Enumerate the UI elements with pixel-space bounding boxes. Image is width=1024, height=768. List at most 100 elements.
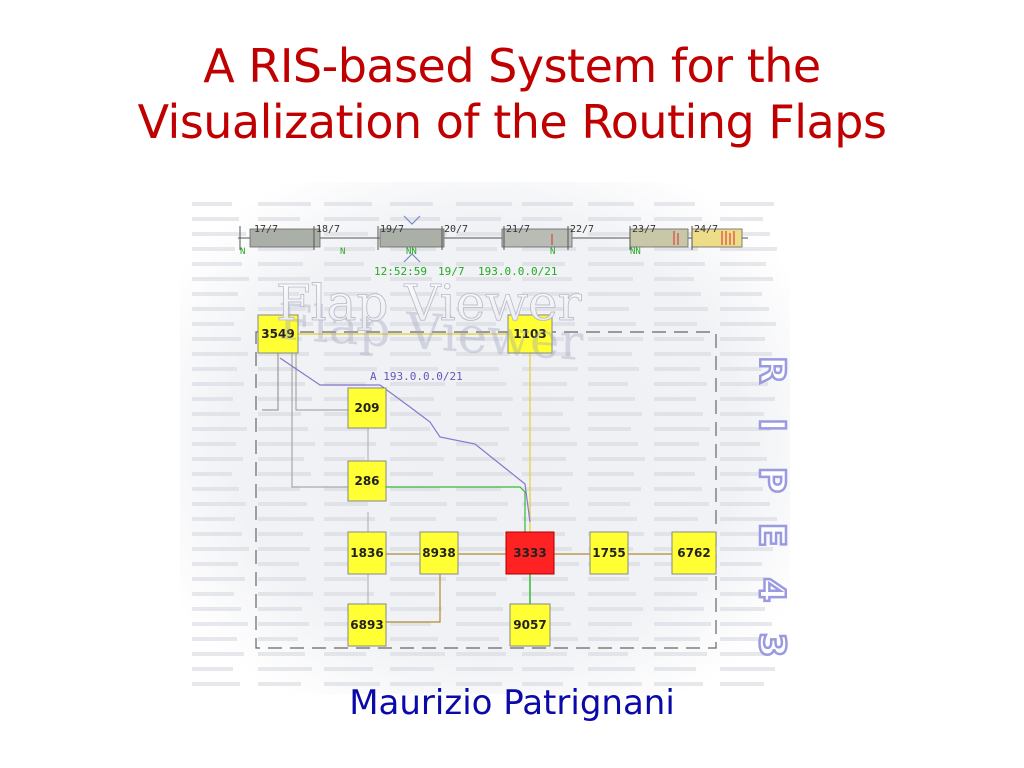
texture-bar xyxy=(720,532,766,536)
texture-bar xyxy=(720,202,774,206)
texture-bar xyxy=(588,277,633,281)
texture-bar xyxy=(456,352,510,356)
texture-bar xyxy=(588,367,639,371)
texture-bar xyxy=(654,577,708,581)
as-node[interactable] xyxy=(347,531,387,575)
texture-bar xyxy=(390,277,432,281)
texture-bar xyxy=(588,577,629,581)
texture-bar xyxy=(258,472,311,476)
texture-bar xyxy=(720,367,761,371)
as-node[interactable] xyxy=(419,531,459,575)
texture-bar xyxy=(654,322,697,326)
texture-bar xyxy=(390,442,437,446)
texture-bar xyxy=(654,217,702,221)
texture-bar xyxy=(654,652,707,656)
as-node[interactable] xyxy=(347,460,387,502)
texture-bar xyxy=(192,397,233,401)
texture-bar xyxy=(390,637,438,641)
texture-bar xyxy=(324,217,379,221)
as-node[interactable] xyxy=(347,387,387,429)
texture-bar xyxy=(324,322,374,326)
timeline-day-ticks xyxy=(239,226,693,250)
texture-bar xyxy=(192,472,232,476)
texture-bar xyxy=(192,457,243,461)
texture-bar xyxy=(720,322,776,326)
texture-bar xyxy=(720,547,773,551)
texture-bar xyxy=(456,502,508,506)
texture-bar xyxy=(258,457,304,461)
timeline-marker: N xyxy=(240,247,245,257)
as-node[interactable] xyxy=(509,603,551,647)
texture-bar xyxy=(588,592,636,596)
timeline-segment xyxy=(249,228,321,248)
texture-bar xyxy=(324,457,365,461)
texture-bar xyxy=(654,472,695,476)
as-node-label: 8938 xyxy=(422,546,455,560)
texture-bar xyxy=(456,592,496,596)
texture-bar xyxy=(720,487,763,491)
texture-bar xyxy=(390,217,440,221)
texture-bar xyxy=(720,382,768,386)
texture-bar xyxy=(390,532,443,536)
texture-bar xyxy=(192,487,239,491)
as-node-highlighted[interactable] xyxy=(505,531,555,575)
as-node[interactable] xyxy=(589,531,629,575)
texture-bar xyxy=(324,367,377,371)
cursor-top-icon xyxy=(403,215,421,225)
texture-bar xyxy=(258,217,300,221)
texture-bar xyxy=(522,487,562,491)
as-node[interactable] xyxy=(671,531,717,575)
texture-bar xyxy=(720,607,765,611)
texture-bar xyxy=(192,592,234,596)
texture-bar xyxy=(588,202,634,206)
texture-bar xyxy=(192,352,248,356)
texture-bar xyxy=(720,262,766,266)
as-node-label: 3549 xyxy=(261,327,294,341)
timeline: 17/7 18/7 19/7 20/7 21/7 22/7 23/7 24/7 … xyxy=(238,215,748,278)
as-node[interactable] xyxy=(257,314,299,354)
timeline-segment xyxy=(379,228,445,248)
as-node-label: 1836 xyxy=(350,546,383,560)
timeline-date: 24/7 xyxy=(694,224,718,235)
texture-bar xyxy=(720,442,760,446)
texture-bar xyxy=(390,652,445,656)
texture-bar xyxy=(192,382,244,386)
texture-bar xyxy=(324,202,372,206)
texture-bar xyxy=(324,262,364,266)
as-node[interactable] xyxy=(507,314,553,354)
texture-bar xyxy=(456,202,512,206)
texture-bar xyxy=(456,337,503,341)
as-node[interactable] xyxy=(347,603,387,647)
texture-bar xyxy=(390,412,441,416)
texture-bar xyxy=(324,232,368,236)
side-label-char: E xyxy=(751,523,790,548)
texture-bar xyxy=(192,637,237,641)
texture-bar xyxy=(720,277,773,281)
texture-bar xyxy=(390,427,430,431)
timeline-marker: NN xyxy=(406,247,417,257)
texture-bar xyxy=(522,382,567,386)
texture-bar xyxy=(324,247,375,251)
texture-bar xyxy=(654,412,703,416)
texture-bar xyxy=(456,382,506,386)
texture-bar xyxy=(390,352,431,356)
texture-bar xyxy=(192,577,245,581)
texture-bar xyxy=(588,517,637,521)
texture-bar xyxy=(522,262,565,266)
texture-bar xyxy=(588,262,644,266)
texture-bar xyxy=(522,667,574,671)
texture-bar xyxy=(588,307,629,311)
texture-bar xyxy=(192,277,249,281)
texture-bar xyxy=(588,622,632,626)
texture-bar xyxy=(258,397,312,401)
figure-background xyxy=(180,182,790,694)
texture-bar xyxy=(390,292,439,296)
timeline-date: 23/7 xyxy=(632,224,656,235)
side-label-char: P xyxy=(751,467,790,493)
texture-bar xyxy=(588,502,630,506)
texture-bar xyxy=(390,262,443,266)
texture-bar xyxy=(522,517,576,521)
texture-bar xyxy=(192,412,240,416)
texture-bar xyxy=(588,247,637,251)
texture-bar xyxy=(654,292,701,296)
